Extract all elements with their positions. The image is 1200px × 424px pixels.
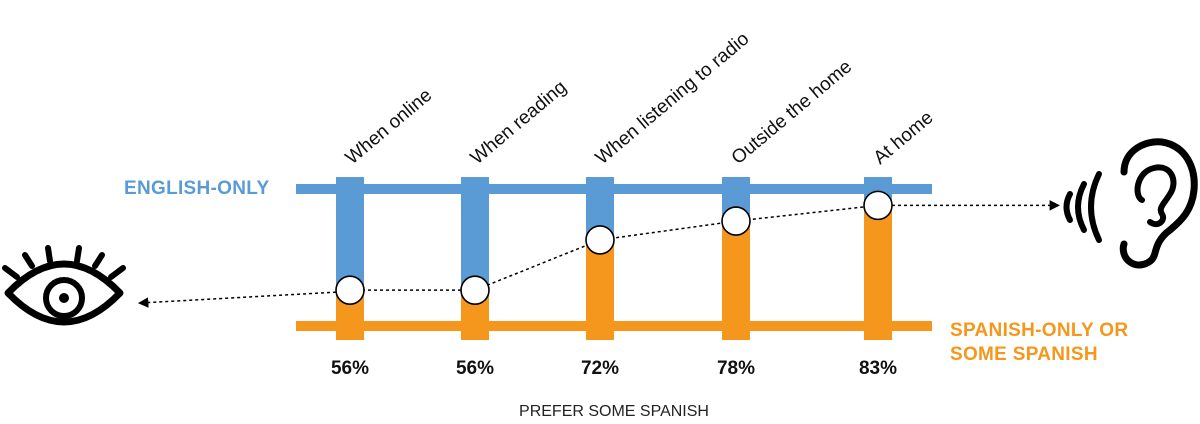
- spanish-label-line1: SPANISH-ONLY OR: [950, 320, 1128, 341]
- english-only-label: ENGLISH-ONLY: [124, 178, 269, 199]
- value-label-4: 83%: [859, 358, 897, 379]
- category-label-4: At home: [870, 107, 938, 169]
- bar-spanish-2: [586, 239, 614, 340]
- bar-english-1: [461, 177, 489, 291]
- value-label-1: 56%: [456, 358, 494, 379]
- ear-icon: [1063, 138, 1198, 269]
- markers-group: [335, 190, 893, 305]
- arrow-to-eye: [137, 291, 337, 308]
- value-label-2: 72%: [581, 358, 619, 379]
- value-label-0: 56%: [331, 358, 369, 379]
- value-marker-4: [863, 190, 893, 221]
- category-label-2: When listening to radio: [592, 29, 754, 169]
- value-marker-0: [335, 275, 365, 305]
- bars-group: [336, 177, 892, 340]
- value-marker-1: [460, 275, 490, 305]
- category-label-0: When online: [342, 85, 436, 169]
- x-axis-title: PREFER SOME SPANISH: [519, 403, 709, 420]
- category-label-1: When reading: [467, 77, 571, 169]
- bar-spanish-4: [864, 205, 892, 340]
- spanish-label-line2: SOME SPANISH: [950, 344, 1098, 365]
- bar-english-0: [336, 177, 364, 291]
- eye-icon: [2, 245, 126, 326]
- bar-spanish-3: [722, 221, 750, 340]
- value-marker-3: [721, 206, 751, 236]
- value-labels: 56% 56% 72% 78% 83%: [331, 358, 897, 379]
- value-marker-2: [585, 225, 615, 255]
- value-label-3: 78%: [717, 358, 755, 379]
- category-label-3: Outside the home: [728, 56, 856, 168]
